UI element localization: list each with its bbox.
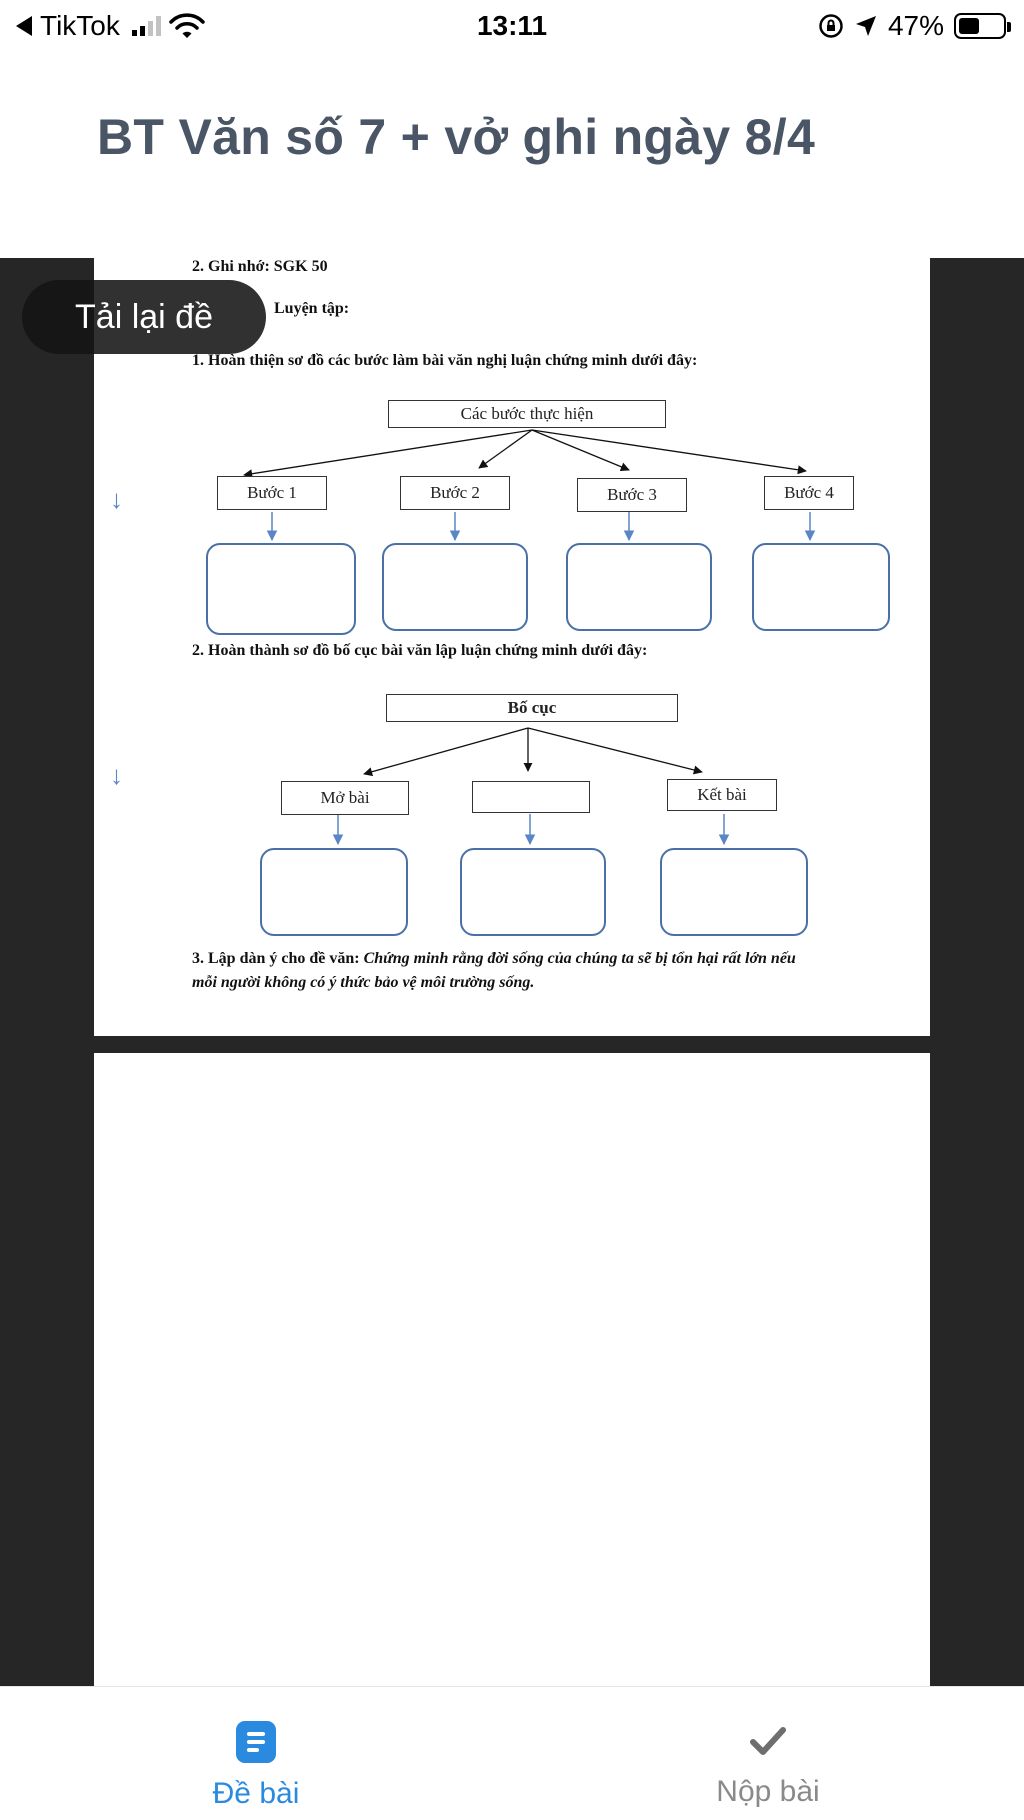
diagram2-part-ket-bai: Kết bài [667, 779, 777, 811]
orientation-lock-icon [819, 14, 843, 38]
location-arrow-icon [855, 16, 876, 36]
page-title: BT Văn số 7 + vở ghi ngày 8/4 [97, 109, 816, 165]
diagram1-step-3: Bước 3 [577, 478, 687, 512]
diagram1-root-box: Các bước thực hiện [388, 400, 666, 428]
diagram1-answer-box-2[interactable] [382, 543, 528, 631]
diagram-connectors [243, 429, 816, 846]
back-to-app-button[interactable]: TikTok [16, 10, 205, 42]
tab-nop-bai[interactable]: Nộp bài [512, 1687, 1024, 1820]
question-3-prompt-cont: mỗi người không có ý thức bảo vệ môi trư… [192, 974, 535, 991]
question-3-prompt: Chứng minh rằng đời sống của chúng ta sẽ… [363, 950, 796, 967]
status-bar: TikTok 13:11 47% [0, 0, 1024, 52]
battery-fill [959, 18, 979, 34]
diagram1-step-4: Bước 4 [764, 476, 854, 510]
reload-exam-button[interactable]: Tải lại đề [22, 280, 266, 354]
battery-percent: 47% [887, 10, 944, 41]
diagram2-answer-box-1[interactable] [260, 848, 408, 936]
battery-icon [954, 13, 1011, 39]
diagram1-step-1: Bước 1 [217, 476, 327, 510]
doc-line-ghi-nho: 2. Ghi nhớ: SGK 50 [192, 258, 328, 275]
side-down-arrow-icon: ↓ [110, 484, 123, 514]
status-time: 13:11 [476, 10, 548, 41]
document-icon [236, 1721, 276, 1763]
document-page-2 [94, 1053, 930, 1693]
diagram2-answer-box-3[interactable] [660, 848, 808, 936]
doc-line-question-2: 2. Hoàn thành sơ đồ bố cục bài văn lập l… [192, 642, 648, 659]
doc-line-question-1: 1. Hoàn thiện sơ đồ các bước làm bài văn… [192, 352, 698, 369]
side-down-arrow-icon: ↓ [110, 760, 123, 790]
diagram1-answer-box-1[interactable] [206, 543, 356, 635]
doc-line-question-3: 3. Lập dàn ý cho đề văn: Chứng minh rằng… [192, 950, 796, 968]
check-icon [750, 1727, 786, 1755]
diagram1-step-2: Bước 2 [400, 476, 510, 510]
diagram1-answer-box-4[interactable] [752, 543, 890, 631]
diagram2-part-mo-bai: Mở bài [281, 781, 409, 815]
question-3-prefix: 3. Lập dàn ý cho đề văn: [192, 950, 360, 967]
document-page-1: 2. Ghi nhớ: SGK 50 Luyện tập: 1. Hoàn th… [94, 258, 930, 1036]
bottom-tab-bar: Đề bài Nộp bài [0, 1686, 1024, 1820]
diagram2-part-blank[interactable] [472, 781, 590, 813]
diagram2-answer-box-2[interactable] [460, 848, 606, 936]
doc-line-luyen-tap: Luyện tập: [274, 300, 350, 317]
tab-de-bai[interactable]: Đề bài [0, 1687, 512, 1820]
back-app-label: TikTok [40, 10, 120, 41]
diagram1-answer-box-3[interactable] [566, 543, 712, 631]
tab-de-bai-label: Đề bài [212, 1777, 300, 1810]
wifi-icon [169, 13, 205, 38]
back-triangle-icon [16, 16, 32, 36]
cellular-signal-icon [131, 16, 161, 36]
diagram2-root-box: Bố cục [386, 694, 678, 722]
document-viewer[interactable]: 2. Ghi nhớ: SGK 50 Luyện tập: 1. Hoàn th… [0, 258, 1024, 1693]
tab-nop-bai-label: Nộp bài [716, 1775, 820, 1808]
